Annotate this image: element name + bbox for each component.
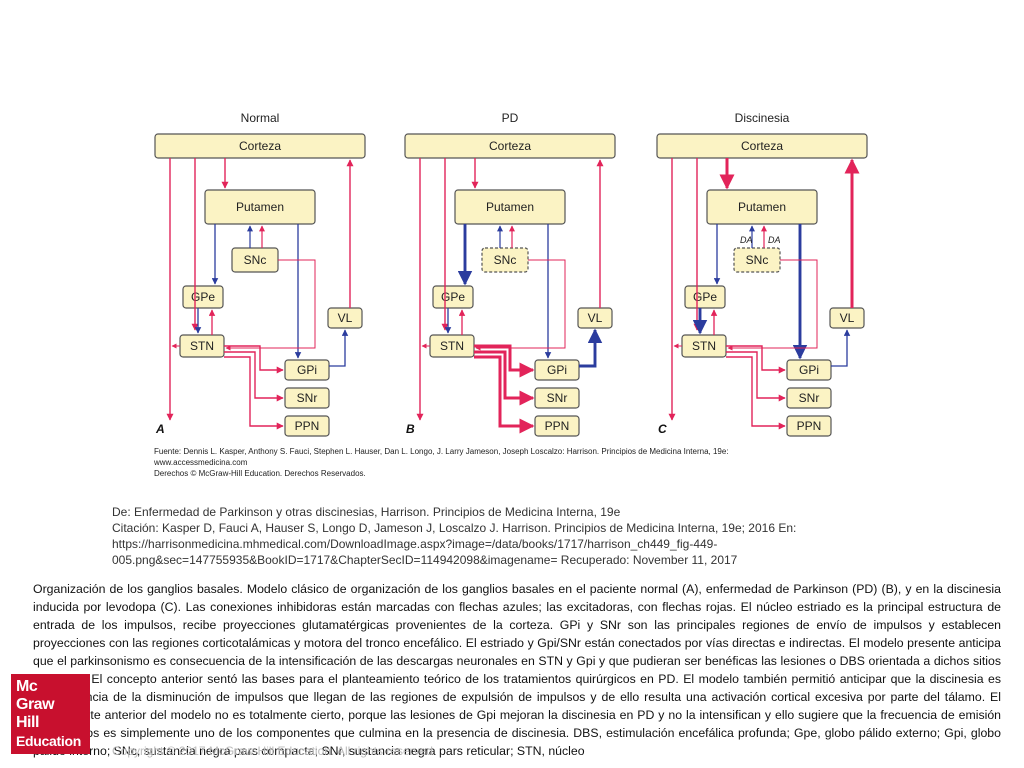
putamen-label: Putamen [236, 200, 284, 214]
mcgraw-hill-logo: Mc Graw Hill Education [11, 674, 90, 754]
snr-box [786, 387, 832, 409]
stn-to-snr-arrow [224, 351, 284, 402]
vl-box [327, 307, 363, 329]
column-title-discinesia: Discinesia [735, 111, 790, 125]
snc-box [481, 247, 529, 273]
source-line-3: Derechos © McGraw-Hill Education. Derech… [154, 469, 366, 478]
ppn-box [534, 415, 580, 437]
ppn-label: PPN [545, 419, 570, 433]
corteza-box [154, 133, 366, 159]
stn-label: STN [440, 339, 464, 353]
ppn-label: PPN [295, 419, 320, 433]
stn-to-snr-arrow [474, 350, 535, 406]
snr-label: SNr [799, 391, 820, 405]
gpe-label: GPe [693, 290, 717, 304]
gpi-label: GPi [297, 363, 317, 377]
gpi-box [786, 359, 832, 381]
panel-letter: B [406, 422, 415, 436]
citation-line-4[interactable]: 005.png&sec=147755935&BookID=1717&Chapte… [112, 553, 738, 567]
stn-to-ppn-arrow [224, 356, 284, 430]
putamen-box [204, 189, 316, 225]
snc-label: SNc [244, 253, 267, 267]
gpi-box [284, 359, 330, 381]
logo-line-4: Education [16, 733, 81, 749]
ppn-box [786, 415, 832, 437]
citation-overlay: De: Enfermedad de Parkinson y otras disc… [112, 504, 932, 568]
column-title-normal: Normal [241, 111, 280, 125]
panel-letter: C [658, 422, 667, 436]
vl-box [829, 307, 865, 329]
stn-label: STN [190, 339, 214, 353]
stn-to-gpi-arrow [224, 345, 284, 374]
figure-caption: Organización de los ganglios basales. Mo… [33, 582, 1001, 758]
corteza-label: Corteza [741, 139, 783, 153]
snr-label: SNr [297, 391, 318, 405]
stn-to-gpi-arrow [726, 345, 786, 374]
snc-feedback-arrow [475, 259, 566, 351]
citation-line-1: De: Enfermedad de Parkinson y otras disc… [112, 505, 621, 519]
snc-label: SNc [494, 253, 517, 267]
figure-source: Fuente: Dennis L. Kasper, Anthony S. Fau… [154, 446, 874, 479]
column-title-pd: PD [502, 111, 519, 125]
gpi-to-vl-arrow [831, 329, 851, 367]
panel-letter: A [155, 422, 165, 436]
vl-box [577, 307, 613, 329]
citation-line-2: Citación: Kasper D, Fauci A, Hauser S, L… [112, 521, 797, 535]
gpi-to-vl-arrow [329, 329, 349, 367]
stn-label: STN [692, 339, 716, 353]
vl-label: VL [338, 311, 353, 325]
snr-label: SNr [547, 391, 568, 405]
gpe-label: GPe [191, 290, 215, 304]
snc-feedback-arrow [225, 259, 316, 351]
stn-to-snr-arrow [726, 351, 786, 402]
corteza-box [656, 133, 868, 159]
ppn-box [284, 415, 330, 437]
vl-label: VL [840, 311, 855, 325]
stn-to-ppn-arrow [726, 356, 786, 430]
putamen-label: Putamen [738, 200, 786, 214]
citation-line-3[interactable]: https://harrisonmedicina.mhmedical.com/D… [112, 537, 718, 551]
putamen-label: Putamen [486, 200, 534, 214]
vl-label: VL [588, 311, 603, 325]
logo-line-3: Hill [16, 714, 39, 731]
ppn-label: PPN [797, 419, 822, 433]
gpe-box [684, 285, 726, 309]
logo-line-2: Graw [16, 696, 55, 713]
putamen-box [706, 189, 818, 225]
gpe-label: GPe [441, 290, 465, 304]
gpi-label: GPi [799, 363, 819, 377]
copyright-notice: Copyright © 2017 McGraw-Hill Education. … [112, 744, 433, 758]
da-label-2: DA [768, 235, 781, 245]
gpi-box [534, 359, 580, 381]
corteza-label: Corteza [239, 139, 281, 153]
da-label-1: DA [740, 235, 753, 245]
source-line-1: Fuente: Dennis L. Kasper, Anthony S. Fau… [154, 447, 729, 456]
stn-to-gpi-arrow [474, 344, 535, 378]
corteza-label: Corteza [489, 139, 531, 153]
corteza-box [404, 133, 616, 159]
gpi-label: GPi [547, 363, 567, 377]
stn-to-ppn-arrow [474, 355, 535, 434]
putamen-box [454, 189, 566, 225]
snc-feedback-arrow [727, 259, 818, 351]
basal-ganglia-diagram: Normal PD Discinesia CortezaPutamenSNcGP… [154, 111, 868, 437]
gpe-box [182, 285, 224, 309]
source-line-2: www.accessmedicina.com [154, 458, 248, 467]
logo-line-1: Mc [16, 678, 38, 695]
gpe-box [432, 285, 474, 309]
snc-box [733, 247, 781, 273]
gpi-to-vl-arrow [579, 328, 603, 368]
snr-box [284, 387, 330, 409]
snr-box [534, 387, 580, 409]
snc-label: SNc [746, 253, 769, 267]
